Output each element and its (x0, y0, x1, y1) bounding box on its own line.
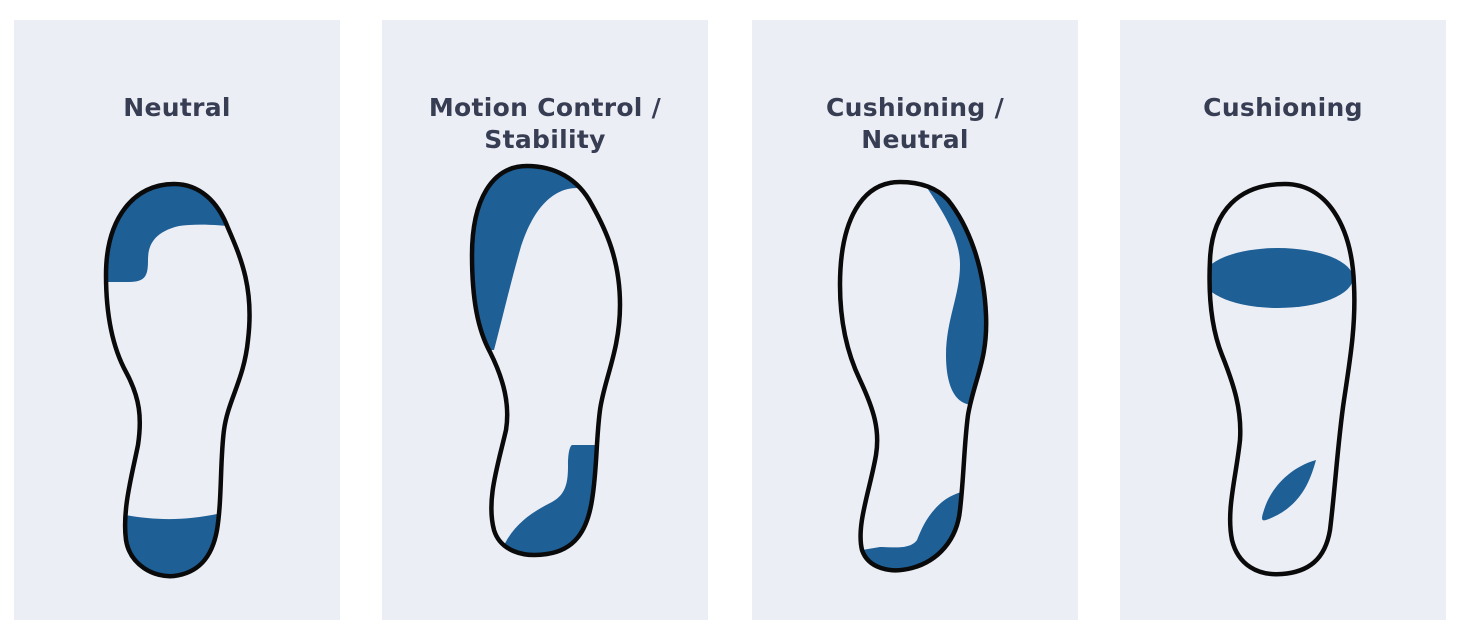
sole-outline (837, 179, 989, 573)
wear-heel-area (106, 508, 250, 577)
sole-outline (103, 181, 252, 579)
panel-title: Cushioning / Neutral (825, 93, 1005, 154)
panel-title: Neutral (123, 93, 231, 122)
panel-cushioning: Cushioning (1120, 20, 1446, 620)
wear-lateral-edge-area (922, 182, 987, 420)
wear-heel-area (862, 490, 987, 571)
panel-motion-control-stability: Motion Control / Stability (382, 20, 708, 620)
wear-forefoot-band-area (1209, 248, 1353, 308)
sole-cushioning-wear-icon (1207, 181, 1357, 577)
sole-neutral-wear-icon (103, 181, 252, 579)
panel-title: Motion Control / Stability (428, 93, 662, 154)
wear-heel-area (502, 445, 620, 555)
wear-areas (106, 184, 250, 577)
wear-medial-edge-area (472, 166, 620, 350)
wear-areas (862, 182, 987, 571)
sole-outline (469, 163, 623, 558)
panel-title: Cushioning (1203, 93, 1363, 122)
panel-cushioning-neutral: Cushioning / Neutral (752, 20, 1078, 620)
wear-heel-spot-area (1262, 460, 1316, 521)
sole-outline (1207, 181, 1357, 577)
sole-motion-control-wear-icon (469, 163, 623, 558)
panel-neutral: Neutral (14, 20, 340, 620)
wear-areas (1209, 248, 1353, 308)
sole-cushioning-neutral-wear-icon (837, 179, 989, 573)
